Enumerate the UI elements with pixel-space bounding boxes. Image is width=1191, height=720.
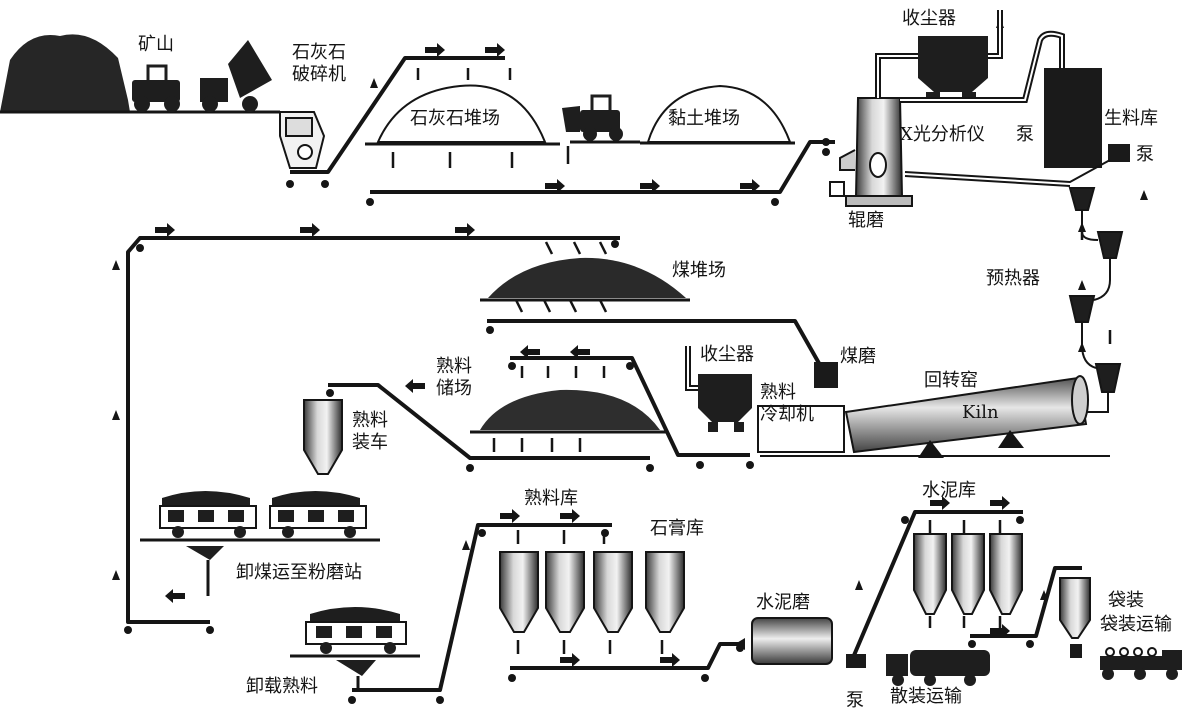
mine-hill	[0, 34, 130, 112]
clinker-cooler-unit	[757, 405, 845, 453]
label-coal-unload: 卸煤运至粉磨站	[236, 562, 362, 583]
limestone-pile	[376, 84, 547, 143]
label-pump-top: 泵	[1016, 124, 1034, 145]
clinker-pile	[480, 389, 660, 430]
label-bag-transport: 袋装运输	[1100, 614, 1172, 635]
preheater-tower	[1068, 187, 1124, 413]
label-pump-right: 泵	[1136, 144, 1154, 165]
conveyor-crusher-incline	[290, 56, 505, 174]
clay-loader	[562, 94, 623, 141]
bulk-truck	[886, 650, 990, 686]
bagging-silo	[1059, 577, 1091, 639]
clinker-loading-silo	[303, 399, 343, 475]
label-cement-silo: 水泥库	[922, 480, 976, 501]
label-xray: X光分析仪	[900, 124, 985, 145]
label-roller-mill: 辊磨	[848, 210, 884, 231]
coal-mill-unit	[814, 362, 838, 388]
raw-silo-unit	[1044, 68, 1102, 168]
dust-collector-top-unit	[918, 36, 988, 102]
conveyor-cement-silo	[850, 510, 1023, 661]
dust-collector-mid-unit	[698, 374, 752, 432]
label-pump-bottom: 泵	[846, 690, 864, 711]
conveyor-clinker-silo	[352, 523, 612, 692]
conveyor-coal-return	[126, 236, 620, 624]
conveyor-yard-feed	[370, 140, 835, 194]
label-bagging: 袋装	[1108, 590, 1144, 611]
label-limestone-yard: 石灰石堆场	[410, 108, 500, 129]
coal-pile	[488, 257, 686, 298]
label-raw-silo: 生料库	[1104, 108, 1158, 129]
rotary-kiln-unit	[760, 375, 1110, 458]
label-mine: 矿山	[138, 34, 174, 55]
label-clinker-silo: 熟料库	[524, 488, 578, 509]
label-coal-mill: 煤磨	[840, 346, 876, 367]
conveyor-silo-out	[510, 642, 745, 670]
label-clinker-loading: 熟料 装车	[352, 410, 388, 453]
label-clay-yard: 黏土堆场	[668, 108, 740, 129]
conveyor-coal-yard-out	[487, 319, 822, 366]
label-dust-collector-mid: 收尘器	[700, 344, 754, 365]
bag-truck	[1100, 647, 1182, 680]
conveyor-clinker-yard-in	[510, 356, 750, 457]
loader-truck	[132, 40, 272, 112]
label-cement-mill: 水泥磨	[756, 592, 810, 613]
clinker-silos	[499, 551, 685, 633]
label-preheater: 预热器	[986, 268, 1040, 289]
clinker-wagon	[290, 607, 420, 692]
clay-pile	[646, 84, 792, 143]
crusher-machine	[279, 111, 326, 169]
label-dust-collector-top: 收尘器	[902, 8, 956, 29]
label-clinker-yard: 熟料 储场	[436, 356, 472, 399]
label-gypsum-silo: 石膏库	[650, 518, 704, 539]
cement-mill-unit	[751, 617, 866, 668]
label-crusher: 石灰石 破碎机	[292, 42, 346, 85]
pump-right-unit	[1108, 144, 1130, 162]
label-kiln-en: Kiln	[962, 402, 999, 423]
cement-silos	[913, 533, 1023, 615]
label-rotary-kiln: 回转窑	[924, 370, 978, 391]
label-clinker-unload: 卸载熟料	[246, 676, 318, 697]
conveyor-clinker-out	[328, 383, 650, 460]
coal-wagons	[140, 491, 380, 596]
label-bulk-transport: 散装运输	[890, 686, 962, 707]
label-coal-yard: 煤堆场	[672, 260, 726, 281]
roller-mill-machine	[829, 97, 913, 207]
label-clinker-cooler: 熟料 冷却机	[760, 382, 814, 425]
